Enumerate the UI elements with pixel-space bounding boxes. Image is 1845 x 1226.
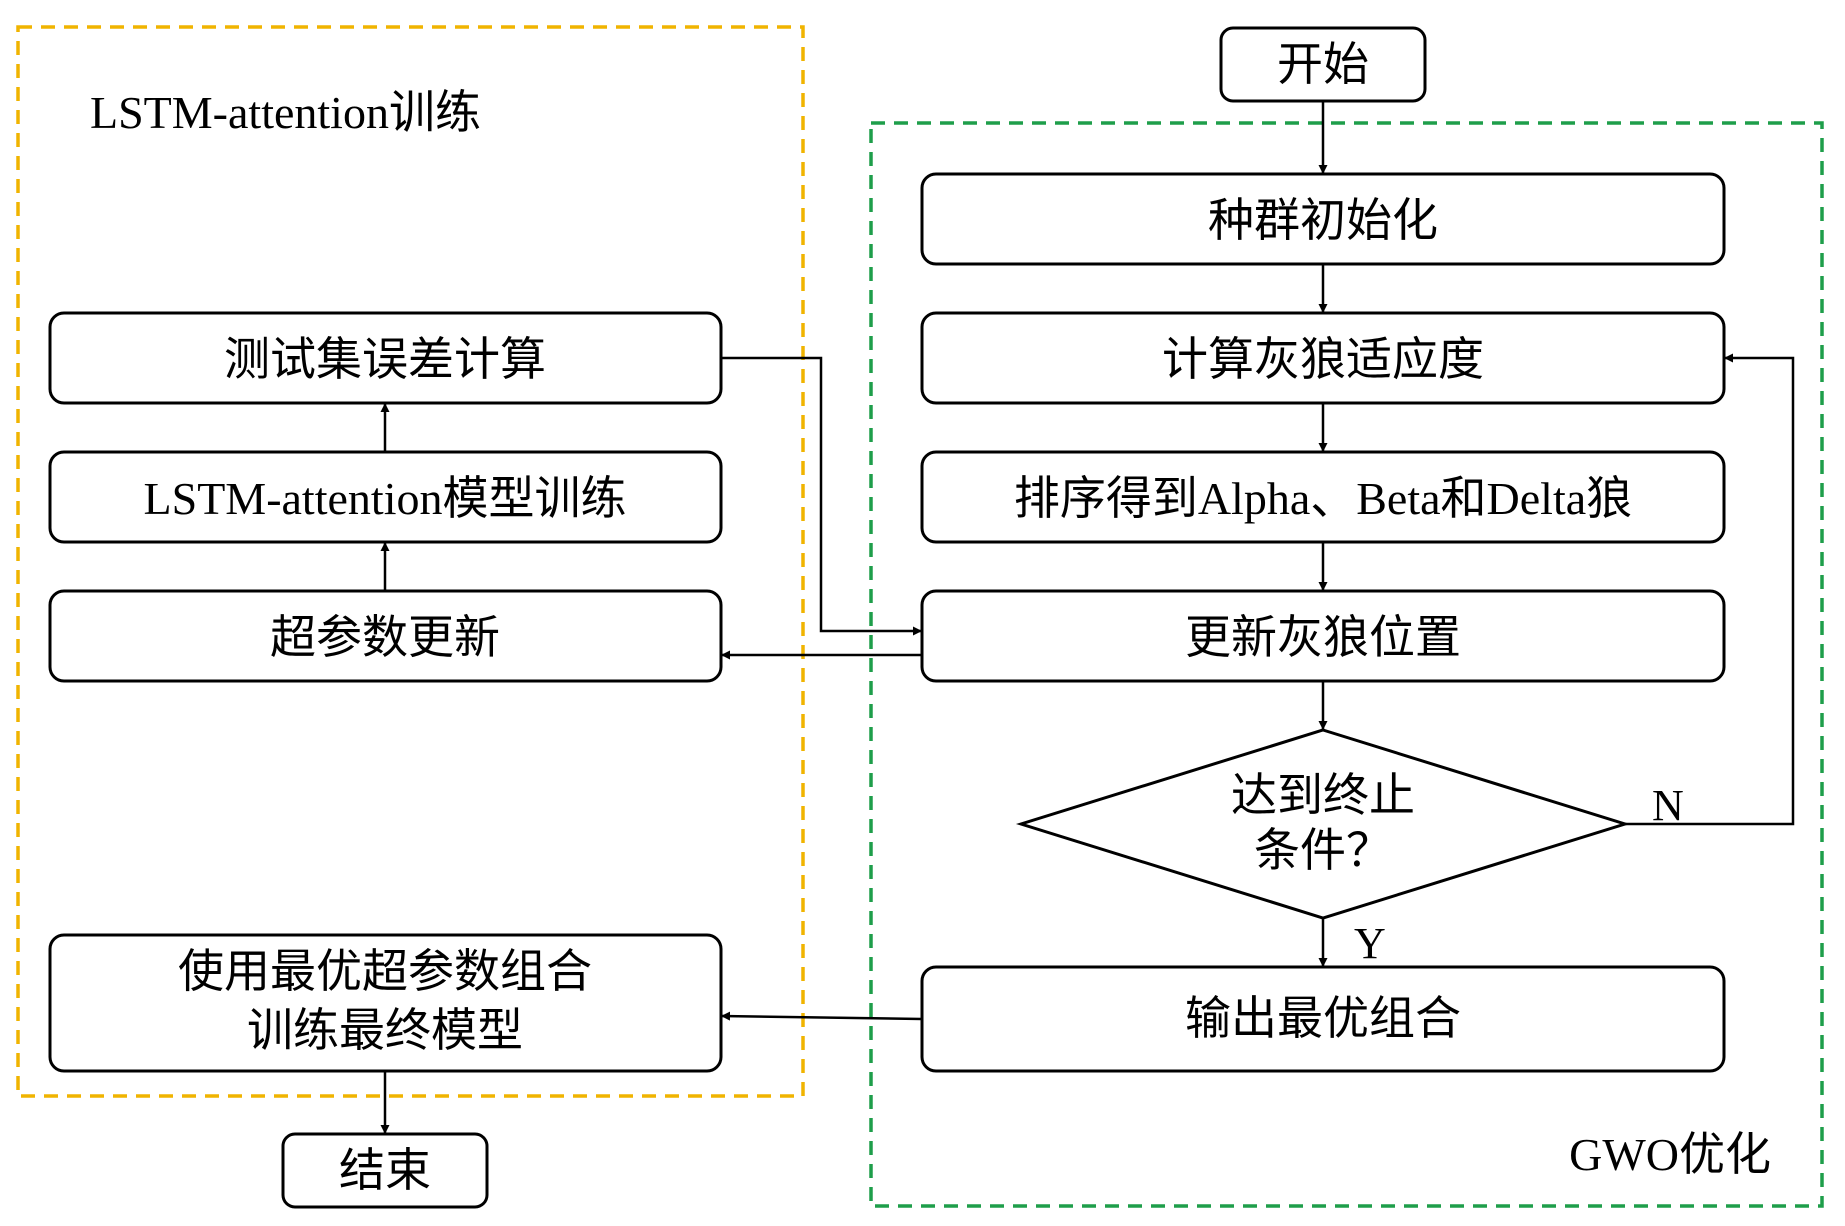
branch-yes-label: Y (1354, 919, 1386, 968)
optimization-region (869, 121, 1824, 1208)
init-label: 种群初始化 (1208, 195, 1438, 246)
start-label: 开始 (1277, 39, 1369, 90)
output-node: 输出最优组合 (920, 965, 1726, 1073)
optimization-region-label: GWO优化 (1569, 1129, 1771, 1180)
end-label: 结束 (339, 1145, 431, 1196)
output-label: 输出最优组合 (1185, 993, 1461, 1044)
init-node: 种群初始化 (920, 172, 1726, 266)
edge-condition-no-loop (1625, 353, 1795, 826)
edge-test-error-to-update (721, 356, 922, 636)
final-train-node: 使用最优超参数组合 训练最终模型 (48, 933, 723, 1073)
test-error-label: 测试集误差计算 (224, 334, 546, 385)
model-train-label: LSTM-attention模型训练 (144, 473, 627, 524)
model-train-node: LSTM-attention模型训练 (48, 450, 723, 544)
edge-output-to-final-train (720, 1011, 923, 1021)
start-node: 开始 (1219, 26, 1427, 103)
update-position-node: 更新灰狼位置 (920, 589, 1726, 683)
sort-node: 排序得到Alpha、Beta和Delta狼 (920, 450, 1726, 544)
final-train-label-line2: 训练最终模型 (247, 1005, 523, 1056)
condition-node: 达到终止 条件？ (1015, 728, 1631, 920)
end-node: 结束 (281, 1132, 489, 1209)
training-region-label: LSTM-attention训练 (90, 87, 481, 138)
condition-label-line1: 达到终止 (1231, 770, 1415, 821)
hyper-update-node: 超参数更新 (48, 589, 723, 683)
training-region (16, 25, 805, 1098)
update-position-label: 更新灰狼位置 (1185, 612, 1461, 663)
test-error-node: 测试集误差计算 (48, 311, 723, 405)
branch-no-label: N (1652, 781, 1684, 830)
fitness-node: 计算灰狼适应度 (920, 311, 1726, 405)
sort-label: 排序得到Alpha、Beta和Delta狼 (1014, 473, 1632, 524)
hyper-update-label: 超参数更新 (270, 612, 500, 663)
condition-label-line2: 条件？ (1254, 825, 1392, 876)
final-train-label-line1: 使用最优超参数组合 (178, 946, 592, 997)
fitness-label: 计算灰狼适应度 (1162, 334, 1484, 385)
